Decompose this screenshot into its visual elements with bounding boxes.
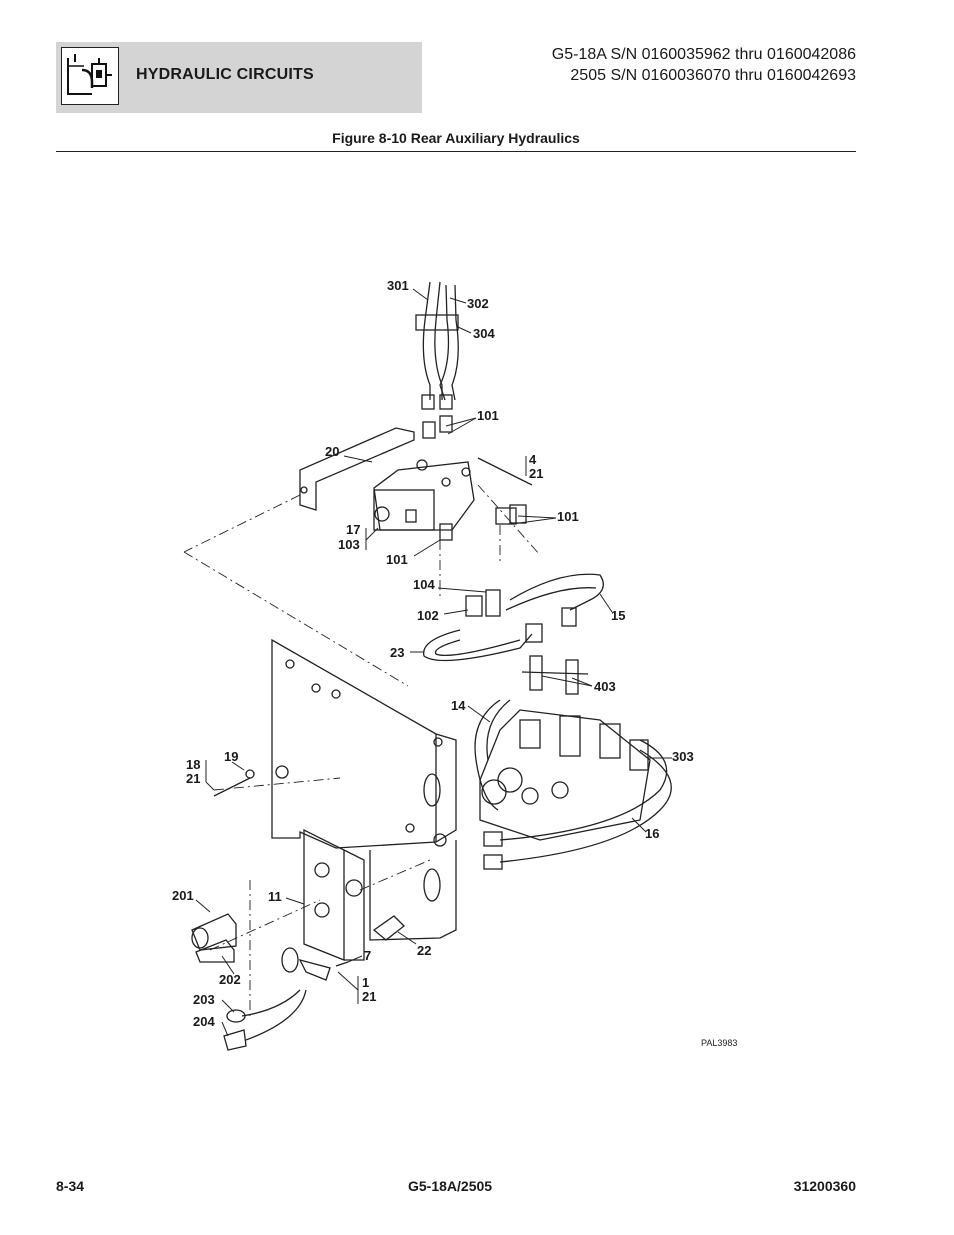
callout-204: 204 — [193, 1014, 215, 1029]
callout-14: 14 — [451, 698, 466, 713]
document-number: 31200360 — [793, 1178, 856, 1194]
callout-20: 20 — [325, 444, 339, 459]
callout-102: 102 — [417, 608, 439, 623]
serial-line: G5-18A S/N 0160035962 thru 0160042086 — [551, 46, 856, 63]
callout-403: 403 — [594, 679, 616, 694]
coupler-201 — [191, 913, 237, 951]
callout-202: 202 — [219, 972, 241, 987]
callout-201: 201 — [172, 888, 194, 903]
callout-21: 21 — [186, 771, 200, 786]
callout-23: 23 — [390, 645, 404, 660]
model-footer: G5-18A/2505 — [408, 1178, 493, 1194]
hose-301 — [422, 281, 431, 400]
hose-303 — [499, 739, 668, 841]
hose-16 — [499, 749, 672, 863]
callout-15: 15 — [611, 608, 625, 623]
hydraulic-tank-icon — [61, 47, 119, 105]
serial-line: 2505 S/N 0160036070 thru 0160042693 — [570, 67, 856, 84]
hose-23 — [423, 629, 533, 662]
callout-4: 4 — [529, 452, 537, 467]
callout-303: 303 — [672, 749, 694, 764]
figure-title: Figure 8-10 Rear Auxiliary Hydraulics — [332, 130, 580, 146]
section-title: HYDRAULIC CIRCUITS — [136, 66, 314, 83]
callout-11: 11 — [268, 889, 282, 904]
callout-304: 304 — [473, 326, 495, 341]
callout-104: 104 — [413, 577, 435, 592]
valve-bank — [479, 709, 651, 841]
callout-21: 21 — [362, 989, 376, 1004]
exploded-parts-diagram: 301 302 304 101 20 4 21 101 17 103 101 1… — [172, 278, 737, 1051]
drawing-code: PAL3983 — [701, 1038, 737, 1048]
callout-1: 1 — [362, 975, 369, 990]
callout-203: 203 — [193, 992, 215, 1007]
hose-clamp — [415, 314, 459, 331]
callout-103: 103 — [338, 537, 360, 552]
callout-301: 301 — [387, 278, 409, 293]
hose-14 — [474, 699, 501, 811]
valve-block — [373, 461, 475, 531]
bracket — [299, 427, 415, 511]
page-number: 8-34 — [56, 1178, 85, 1194]
coupler-202 — [195, 939, 235, 963]
callout-101: 101 — [386, 552, 408, 567]
callout-302: 302 — [467, 296, 489, 311]
hose-15 — [509, 573, 604, 611]
callout-16: 16 — [645, 826, 659, 841]
hose-302 — [439, 284, 450, 401]
callout-19: 19 — [224, 749, 238, 764]
mounting-plate — [271, 638, 457, 849]
callout-101: 101 — [557, 509, 579, 524]
callout-22: 22 — [417, 943, 431, 958]
section-header: HYDRAULIC CIRCUITS — [56, 42, 422, 113]
adaptor-plate — [303, 828, 345, 961]
serial-range: G5-18A S/N 0160035962 thru 0160042086 25… — [552, 44, 856, 86]
bulkhead-fitting-22 — [372, 915, 405, 941]
header-divider — [56, 151, 856, 152]
callout-21: 21 — [529, 466, 543, 481]
callout-18: 18 — [186, 757, 200, 772]
callout-7: 7 — [364, 948, 371, 963]
callout-101: 101 — [477, 408, 499, 423]
callout-17: 17 — [346, 522, 360, 537]
